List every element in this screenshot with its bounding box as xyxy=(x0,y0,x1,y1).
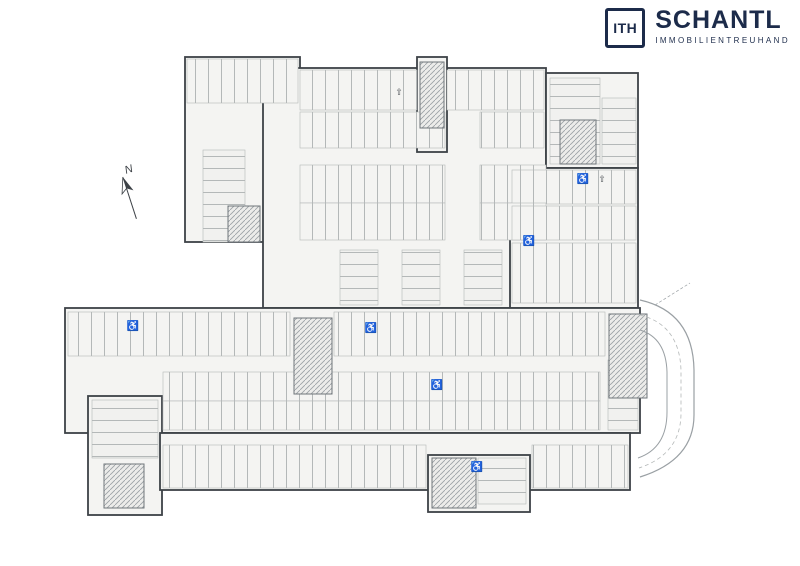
stair-cores xyxy=(103,61,648,509)
wheelchair-icon: ♿ xyxy=(523,234,535,247)
north-label: N xyxy=(123,163,134,177)
ith-logo-text: ITH xyxy=(613,20,638,36)
brand-subtitle: IMMOBILIENTREUHAND xyxy=(655,36,790,45)
north-arrow: N xyxy=(121,163,137,219)
brand-logo: ITH SCHANTL IMMOBILIENTREUHAND xyxy=(605,8,790,48)
accessibility-markers: ♿ ♿ ♿ ♿ ♿ ♿ ⇧ ⇧ xyxy=(127,87,606,473)
wheelchair-icon: ♿ xyxy=(127,319,139,332)
ith-logo-icon: ITH xyxy=(605,8,646,48)
wheelchair-icon: ♿ xyxy=(365,321,377,334)
brand-name: SCHANTL xyxy=(655,6,782,34)
ramp-curve xyxy=(637,282,695,478)
entrance-arrow-icon: ⇧ xyxy=(395,87,403,97)
wheelchair-icon: ♿ xyxy=(431,378,443,391)
entrance-arrow-icon: ⇧ xyxy=(598,174,606,184)
brand-text: SCHANTL IMMOBILIENTREUHAND xyxy=(655,6,790,46)
wheelchair-icon: ♿ xyxy=(471,460,483,473)
wheelchair-icon: ♿ xyxy=(577,172,589,185)
